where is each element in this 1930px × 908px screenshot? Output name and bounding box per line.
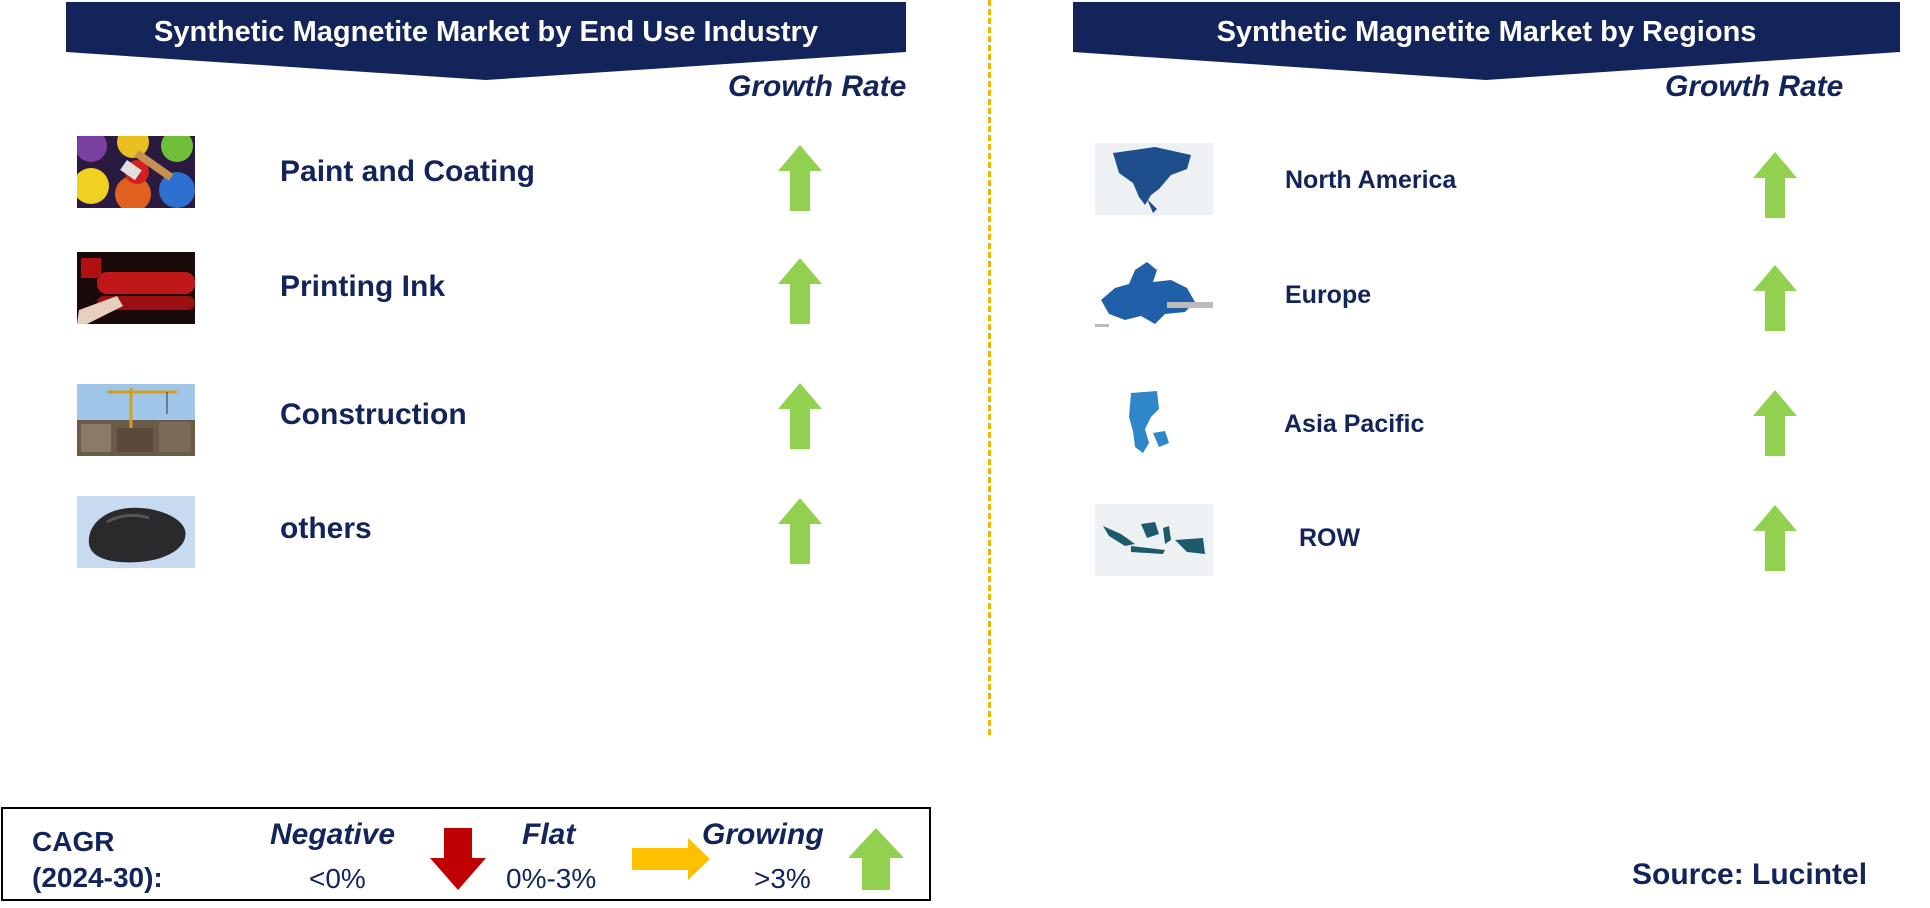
panel-divider: [988, 0, 991, 735]
up-arrow-green-icon: [778, 145, 822, 211]
right-title-banner: Synthetic Magnetite Market by Regions: [1073, 2, 1900, 82]
asia-pacific-map-icon: [1095, 387, 1213, 459]
cagr-label-line2: (2024-30):: [32, 862, 163, 893]
source-credit: Source: Lucintel: [1632, 858, 1868, 891]
region-label: Asia Pacific: [1284, 410, 1425, 438]
industry-label: Printing Ink: [280, 270, 445, 303]
region-label: ROW: [1299, 524, 1361, 552]
rock-icon: [77, 496, 195, 568]
up-arrow-green-icon: [778, 258, 822, 324]
cagr-legend: [1, 807, 931, 901]
legend-growing-range: >3%: [754, 863, 811, 894]
legend-growing-name: Growing: [702, 818, 824, 851]
up-arrow-green-icon: [778, 383, 822, 449]
up-arrow-green-icon: [1753, 390, 1797, 456]
banner-shape: [66, 2, 906, 80]
left-growth-rate-header: Growth Rate: [728, 70, 907, 103]
up-arrow-green-icon: [1753, 265, 1797, 331]
legend-negative-name: Negative: [270, 818, 396, 851]
legend-negative-range: <0%: [309, 863, 366, 894]
left-title-banner: Synthetic Magnetite Market by End Use In…: [66, 2, 906, 82]
printing-ink-icon: [77, 252, 195, 324]
north-america-map-icon: [1095, 143, 1213, 215]
right-panel-title: Synthetic Magnetite Market by Regions: [1216, 16, 1757, 48]
industry-label: others: [280, 512, 372, 545]
cagr-label: CAGR (2024-30):: [32, 824, 163, 896]
banner-shape: [1073, 2, 1900, 80]
right-growth-rate-header: Growth Rate: [1665, 70, 1844, 103]
up-arrow-green-icon: [1753, 505, 1797, 571]
industry-label: Construction: [280, 398, 467, 431]
construction-site-icon: [77, 384, 195, 456]
cagr-label-line1: CAGR: [32, 826, 115, 857]
industry-label: Paint and Coating: [280, 155, 535, 188]
row-map-icon: [1095, 504, 1213, 576]
legend-flat-range: 0%-3%: [506, 863, 597, 894]
left-panel-title: Synthetic Magnetite Market by End Use In…: [154, 16, 818, 48]
legend-flat-name: Flat: [522, 818, 576, 851]
region-label: Europe: [1285, 281, 1372, 309]
up-arrow-green-icon: [848, 828, 904, 890]
europe-map-icon: [1095, 258, 1213, 330]
down-arrow-red-icon: [430, 828, 486, 890]
paint-cans-icon: [77, 136, 195, 208]
right-arrow-yellow-icon: [632, 838, 710, 880]
up-arrow-green-icon: [1753, 152, 1797, 218]
up-arrow-green-icon: [778, 498, 822, 564]
region-label: North America: [1285, 166, 1457, 194]
